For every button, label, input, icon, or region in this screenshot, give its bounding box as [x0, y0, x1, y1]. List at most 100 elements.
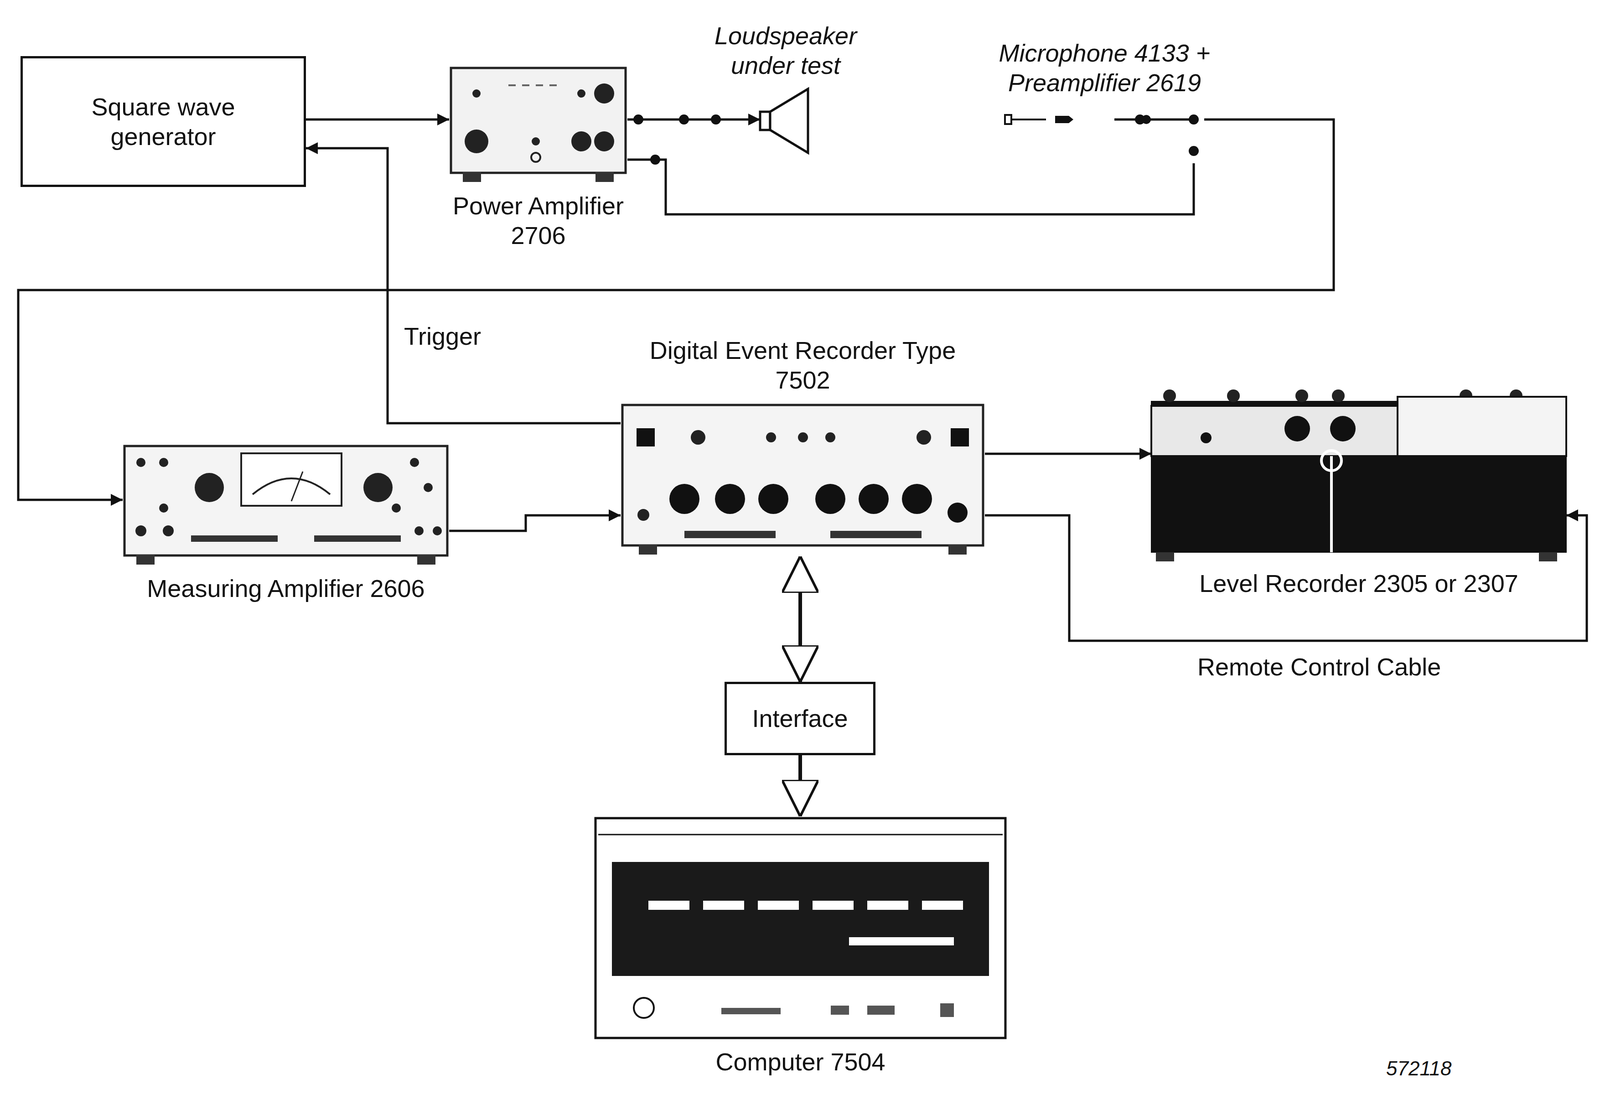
panel-part — [638, 544, 658, 555]
knob — [766, 432, 777, 443]
panel-part — [508, 84, 516, 87]
knob — [162, 525, 174, 537]
knob — [714, 483, 746, 514]
microphone: Microphone 4133 + Preamplifier 2619 — [1004, 102, 1205, 164]
panel-part — [462, 171, 482, 182]
node-label: Level Recorder 2305 or 2307 — [1199, 568, 1518, 599]
connector — [984, 452, 1152, 456]
knob — [464, 129, 489, 154]
panel-part — [595, 171, 614, 182]
meter-window — [241, 453, 342, 506]
knob — [947, 502, 968, 523]
interface-box: Interface — [724, 681, 876, 756]
device-body — [450, 67, 626, 173]
terminal-dot — [650, 154, 661, 165]
scale-bar — [684, 530, 776, 539]
node-label: Microphone 4133 + Preamplifier 2619 — [958, 38, 1251, 98]
panel-part — [940, 1003, 954, 1017]
knob — [1295, 389, 1309, 403]
power-amplifier: Power Amplifier 2706 — [449, 66, 628, 184]
knob — [916, 429, 932, 445]
panel-part — [136, 554, 155, 565]
node-label: Measuring Amplifier 2606 — [146, 573, 425, 604]
front-panel — [611, 861, 989, 976]
switch-row — [921, 900, 964, 910]
knob — [1200, 432, 1212, 444]
knob — [594, 131, 615, 152]
logo-symbol — [633, 997, 654, 1018]
device-illustration — [449, 66, 628, 184]
terminal-dot — [710, 114, 721, 125]
knob — [1163, 389, 1176, 403]
connector — [449, 515, 621, 531]
loudspeaker: Loudspeaker under test — [760, 86, 812, 156]
knob — [531, 152, 541, 162]
device-body — [595, 818, 1006, 1038]
knob — [472, 89, 481, 98]
knob — [423, 482, 433, 492]
device-body — [124, 445, 448, 556]
knob — [758, 483, 789, 514]
connector — [305, 148, 621, 424]
device-illustration — [760, 86, 812, 156]
knob — [1330, 415, 1356, 442]
knob — [858, 483, 889, 514]
scale-bar — [191, 535, 278, 542]
speaker-magnet — [760, 111, 771, 130]
switch-row — [849, 937, 954, 946]
edge-label: Remote Control Cable — [1194, 652, 1444, 682]
knob — [159, 457, 169, 467]
panel-part — [535, 84, 544, 87]
knob — [391, 503, 401, 513]
connector — [798, 755, 803, 817]
panel-part — [830, 1005, 850, 1015]
connector — [627, 159, 1194, 215]
level-recorder: Level Recorder 2305 or 2307 — [1151, 387, 1567, 562]
device-illustration — [122, 444, 450, 567]
knob — [1227, 389, 1240, 403]
meter-needle — [291, 471, 303, 502]
switch-row — [812, 900, 854, 910]
panel-part — [522, 84, 530, 87]
edge-label: Trigger — [401, 321, 484, 352]
terminal-dot — [1188, 145, 1199, 156]
paper-drive — [1397, 396, 1567, 456]
knob — [414, 526, 424, 536]
microphone-tip — [1055, 115, 1074, 124]
preamplifier-joint — [1141, 114, 1151, 125]
device-illustration — [1151, 387, 1567, 562]
figure-number: 572118 — [1386, 1056, 1452, 1080]
panel-part — [1538, 552, 1558, 562]
knob — [815, 483, 846, 514]
device-illustration — [593, 816, 1008, 1040]
knob — [577, 89, 586, 98]
pen-carriage — [1321, 450, 1342, 471]
panel-part — [948, 544, 967, 555]
event-recorder: Digital Event Recorder Type 7502 — [620, 403, 985, 557]
node-label: Power Amplifier 2706 — [431, 191, 646, 251]
knob — [135, 525, 147, 537]
switch-row — [757, 900, 799, 910]
panel-part — [1155, 552, 1175, 562]
switch-row — [867, 900, 909, 910]
knob — [409, 457, 420, 467]
knob — [690, 429, 706, 445]
computer: Computer 7504 — [593, 816, 1008, 1040]
knob — [159, 503, 169, 513]
panel-part — [721, 1007, 781, 1015]
device-body — [622, 404, 984, 546]
knob — [363, 472, 393, 503]
indicator-lamp — [636, 428, 655, 447]
indicator-lamp — [950, 428, 969, 447]
generator-box: Square wave generator — [20, 56, 306, 187]
knob — [637, 508, 650, 521]
scale-bar — [314, 535, 401, 542]
switch-row — [648, 900, 690, 910]
connector — [305, 118, 450, 121]
knob — [825, 432, 836, 443]
knob — [432, 526, 442, 536]
terminal-dot — [633, 114, 644, 125]
panel-part — [867, 1005, 895, 1015]
measuring-amplifier: Measuring Amplifier 2606 — [122, 444, 450, 567]
knob — [571, 131, 592, 152]
